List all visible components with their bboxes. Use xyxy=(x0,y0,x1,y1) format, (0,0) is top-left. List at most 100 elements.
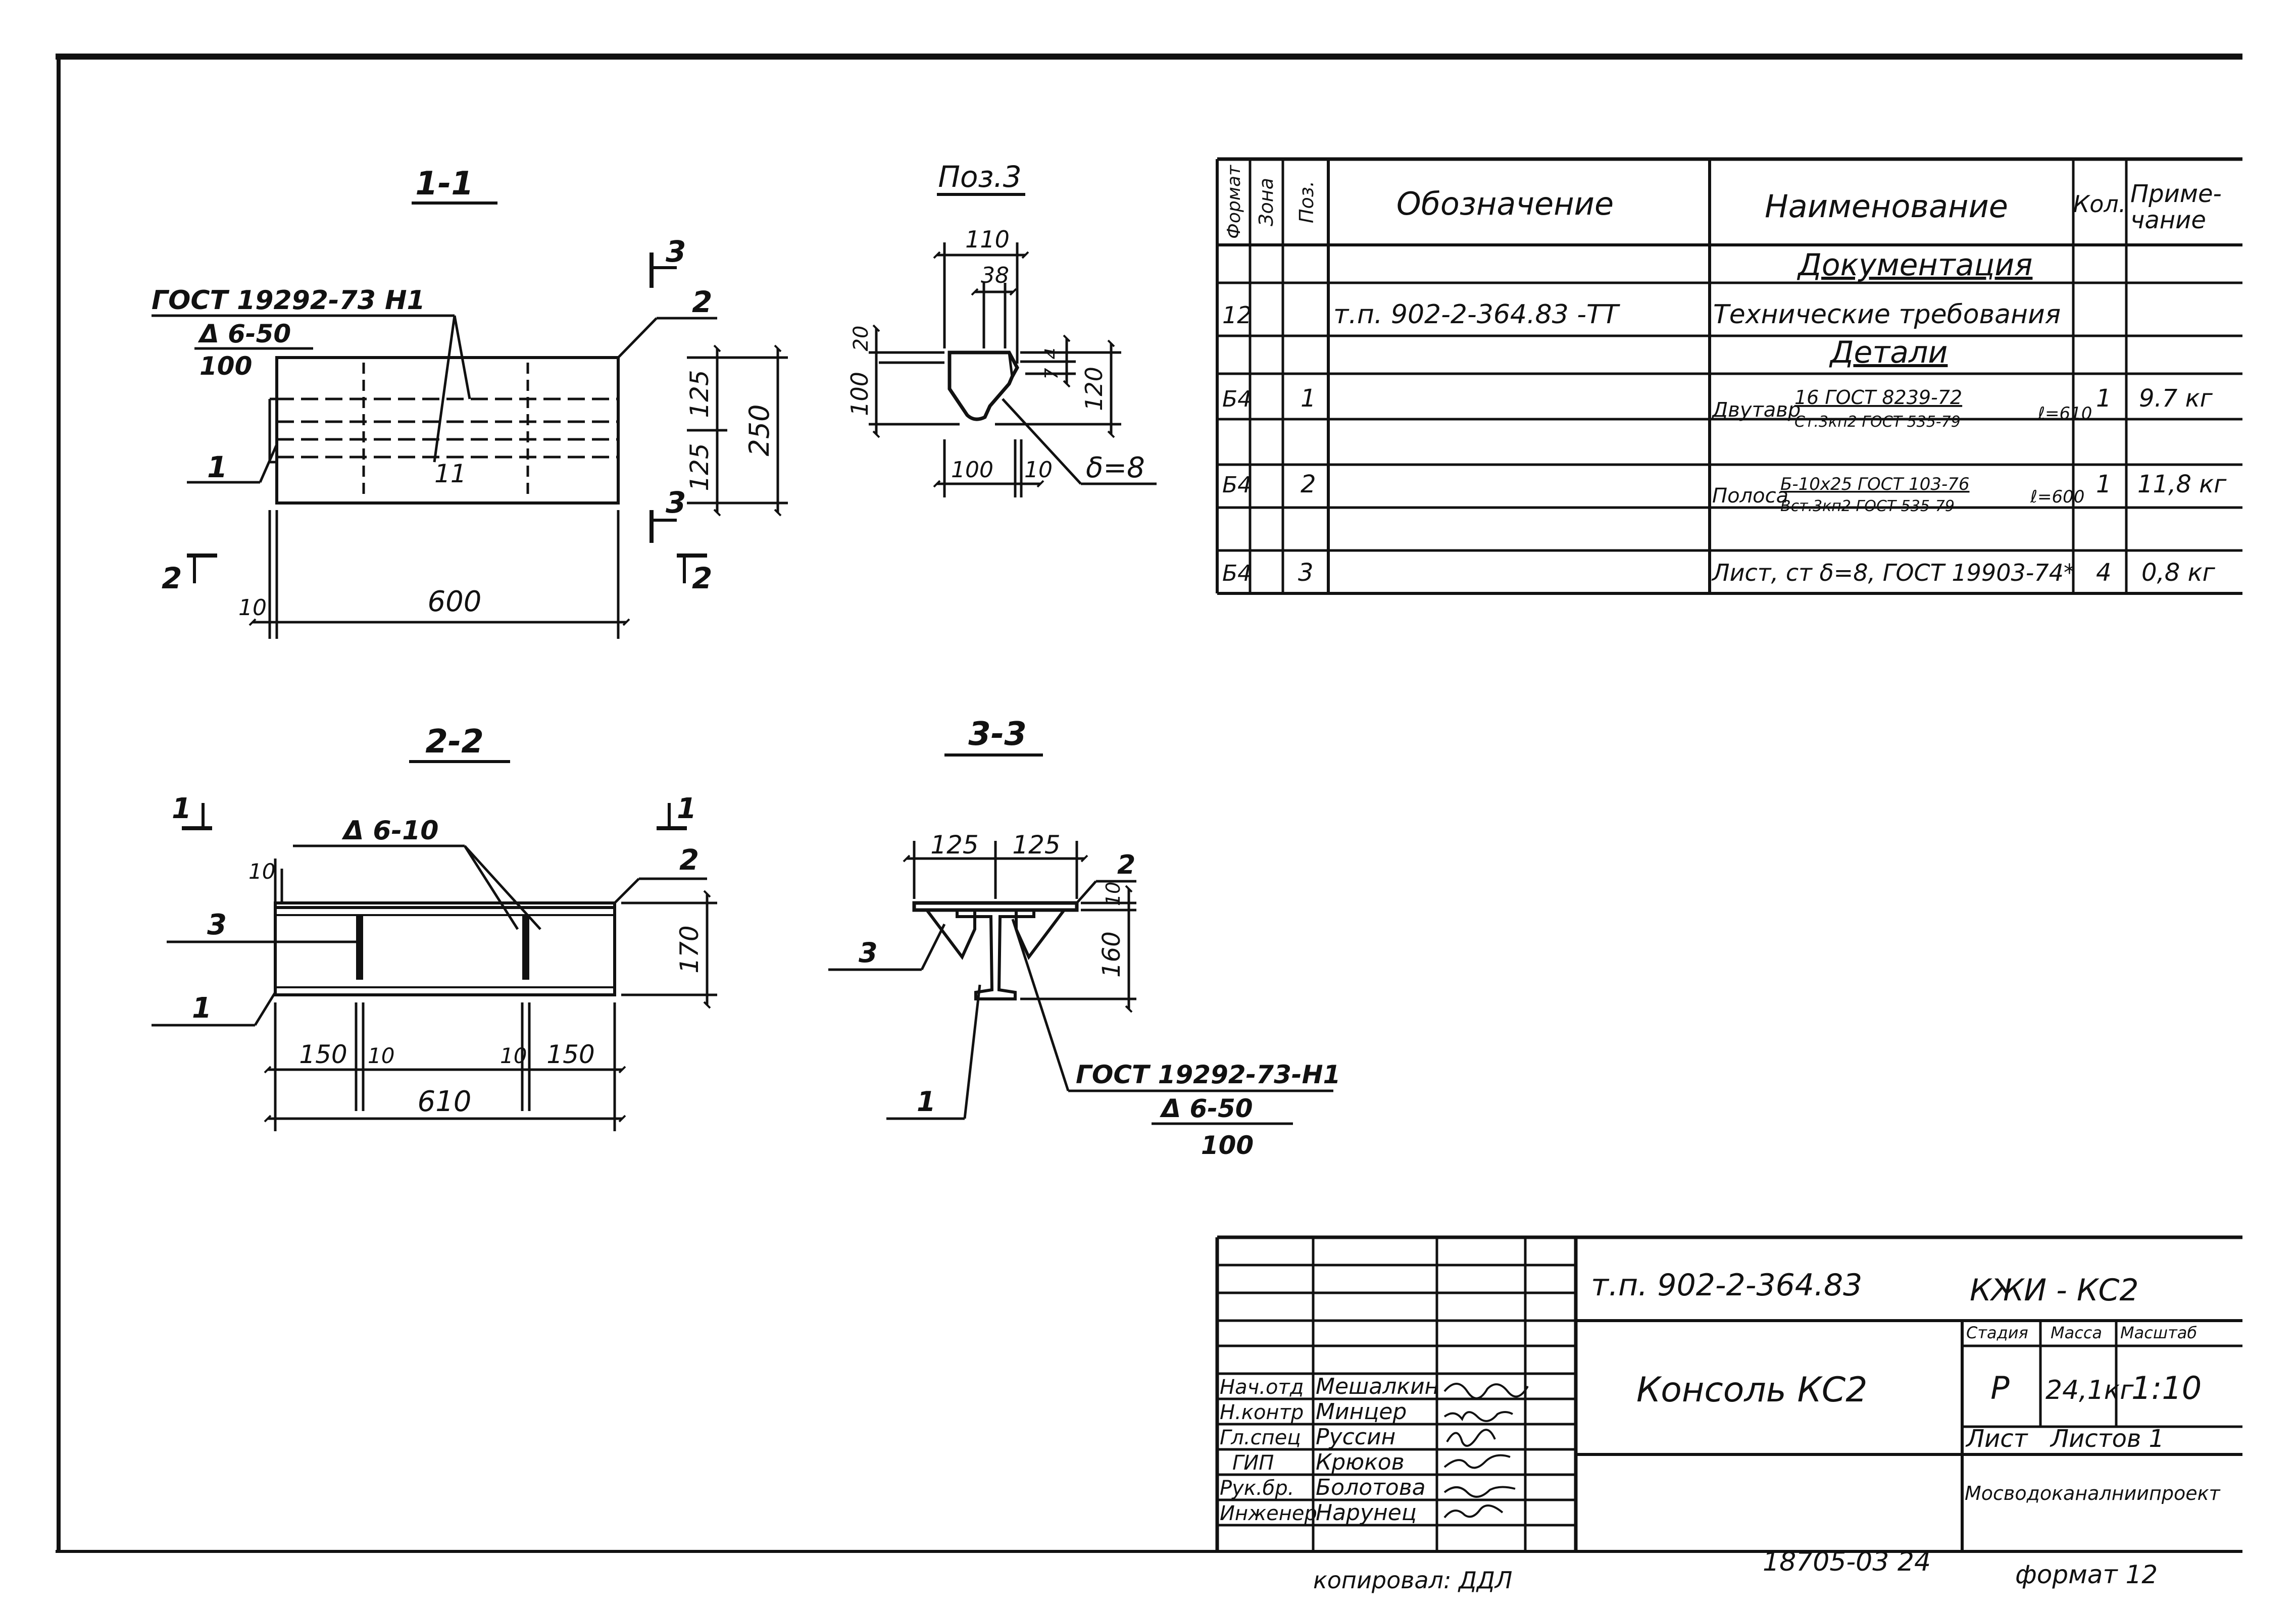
signatures xyxy=(1443,1383,1529,1519)
cut-3-top: 3 xyxy=(666,234,686,269)
sec11-dim-125b: 125 xyxy=(685,443,714,491)
stamp-org: Мосводоканалниипроект xyxy=(1965,1482,2221,1504)
sec11-weld-note-2: Δ 6-50 xyxy=(197,319,291,348)
stamp-role: Нач.отд xyxy=(1220,1376,1304,1399)
cut-1-right: 1 xyxy=(677,792,696,825)
cut-3-bottom: 3 xyxy=(666,485,686,520)
sec33-weld-note-2: Δ 6-50 xyxy=(1159,1094,1253,1123)
spec-row-name-bottom: Вст.3кп2 ГОСТ 535-79 xyxy=(1780,497,1955,515)
pos3-dim-4: 4 xyxy=(1041,348,1062,360)
sec22-dim-610: 610 xyxy=(418,1085,472,1118)
spec-section-parts: Детали xyxy=(1829,335,1948,370)
sec22-dim-170: 170 xyxy=(675,925,704,973)
spec-row-length: ℓ=610 xyxy=(2037,404,2092,424)
sec11-weld-note-3: 100 xyxy=(199,351,252,381)
pos3-thickness: δ=8 xyxy=(1086,451,1145,484)
footer-copied: копировал: ДДЛ xyxy=(1313,1567,1513,1594)
spec-header-qty: Кол. xyxy=(2073,190,2126,218)
spec-row-note: 0,8 кг xyxy=(2141,559,2216,587)
spec-doc-format: 12 xyxy=(1222,301,1252,329)
spec-header-format: Формат xyxy=(1224,165,1244,239)
sec11-dim-125a: 125 xyxy=(685,370,714,418)
spec-header-pos: Поз. xyxy=(1295,181,1318,223)
spec-row-qty: 1 xyxy=(2096,384,2112,413)
stamp-role: Гл.спец xyxy=(1220,1426,1301,1449)
spec-headers: Формат Зона Поз. Обозначение Наименовани… xyxy=(1222,165,2227,587)
pos3-dim-10: 10 xyxy=(1024,457,1053,483)
stamp-person: Руссин xyxy=(1316,1424,1395,1450)
spec-row-qty: 4 xyxy=(2096,559,2112,587)
sheet-frame xyxy=(56,54,2242,1553)
sec11-dim-600: 600 xyxy=(428,585,482,618)
spec-section-docs: Документация xyxy=(1796,247,2032,283)
stamp-mass: 24,1кг xyxy=(2045,1375,2134,1405)
spec-row-format: Б4 xyxy=(1222,472,1252,498)
i-beam-section xyxy=(956,909,1035,1000)
stamp-scale-label: Масштаб xyxy=(2120,1323,2197,1342)
weld-mark-11: 11 xyxy=(434,459,467,488)
stamp-stage-label: Стадия xyxy=(1966,1323,2028,1342)
footer-inventory: 18705-03 24 xyxy=(1763,1547,1931,1577)
sec22-weld: Δ 6-10 xyxy=(341,816,438,846)
sec22-pos-3: 3 xyxy=(207,909,227,941)
sec11-dim-10: 10 xyxy=(238,595,267,621)
sec33-dim-160: 160 xyxy=(1097,931,1126,978)
sec22-dim-150a: 150 xyxy=(299,1040,347,1069)
stamp-person: Нарунец xyxy=(1316,1500,1417,1526)
spec-row-pos: 2 xyxy=(1301,470,1316,498)
pos3-dim-38: 38 xyxy=(981,263,1009,288)
stamp-title: Консоль КС2 xyxy=(1636,1370,1868,1410)
stamp-stage: Р xyxy=(1990,1370,2010,1406)
stamp-role: Н.контр xyxy=(1220,1401,1304,1424)
section-1-1: 1-1 11 ГОСТ 19292-73 Н1 Δ 6-50 100 2 1 3 xyxy=(152,165,788,639)
detail-pos-3: Поз.3 110 38 100 20 4 7 120 xyxy=(846,160,1157,497)
stamp-sheet-label: Лист xyxy=(1965,1425,2029,1453)
sec33-dim-125b: 125 xyxy=(1012,830,1060,860)
spec-header-zone: Зона xyxy=(1255,178,1277,226)
spec-row-format: Б4 xyxy=(1222,386,1252,412)
pos3-dim-20: 20 xyxy=(850,326,873,351)
sec33-dim-10: 10 xyxy=(1102,882,1124,906)
section-2-2: 2-2 1 1 Δ 6-10 10 2 3 1 xyxy=(152,723,717,1131)
sec22-dim-10: 10 xyxy=(248,859,275,884)
pos3-dim-120: 120 xyxy=(1080,367,1108,411)
sec22-pos-2: 2 xyxy=(679,844,699,877)
stamp-person: Мешалкин xyxy=(1316,1374,1439,1399)
rib-left xyxy=(356,915,363,980)
spec-row-note: 11,8 кг xyxy=(2137,470,2227,498)
sec22-dim-10a: 10 xyxy=(368,1043,394,1068)
sec11-pos-2: 2 xyxy=(692,285,712,319)
pos3-dim-110: 110 xyxy=(965,226,1010,253)
spec-header-name: Наименование xyxy=(1765,188,2008,225)
sec11-dim-250: 250 xyxy=(743,404,775,456)
pos3-dim-100h: 100 xyxy=(951,457,993,483)
sec33-pos-3: 3 xyxy=(859,937,878,969)
stamp-person: Крюков xyxy=(1316,1449,1405,1475)
spec-row-name: Лист, ст δ=8, ГОСТ 19903-74* xyxy=(1711,559,2075,586)
cut-2-right: 2 xyxy=(692,561,712,595)
sec22-dim-10b: 10 xyxy=(500,1043,527,1068)
gusset-plate xyxy=(947,350,1019,421)
sec11-pos-1: 1 xyxy=(207,450,227,484)
spec-row-qty: 1 xyxy=(2096,470,2112,498)
sec33-weld-note-1: ГОСТ 19292-73-Н1 xyxy=(1076,1060,1340,1089)
spec-doc-name: Технические требования xyxy=(1713,299,2061,330)
stamp-person: Болотова xyxy=(1316,1475,1426,1500)
stamp-role: Инженер xyxy=(1220,1502,1317,1525)
sec33-weld-note-3: 100 xyxy=(1201,1131,1254,1160)
stamp-mass-label: Масса xyxy=(2051,1323,2102,1342)
spec-row-name-top: Б-10x25 ГОСТ 103-76 xyxy=(1780,474,1970,494)
pos3-dim-7: 7 xyxy=(1041,368,1062,379)
spec-row-format: Б4 xyxy=(1222,561,1252,586)
stamp-code: т.п. 902-2-364.83 xyxy=(1591,1268,1862,1303)
section-3-3-title: 3-3 xyxy=(968,716,1027,753)
stamp-scale: 1:10 xyxy=(2131,1370,2202,1406)
stamp-role: Рук.бр. xyxy=(1220,1477,1294,1500)
spec-row-length: ℓ=600 xyxy=(2030,487,2084,507)
section-3-3: 3-3 125 125 2 10 160 3 1 xyxy=(828,716,1340,1160)
cut-1-left: 1 xyxy=(172,792,191,825)
sec22-dim-150b: 150 xyxy=(546,1040,594,1069)
spec-row-name-prefix: Двутавр xyxy=(1711,398,1801,422)
plate-outline xyxy=(275,356,620,505)
